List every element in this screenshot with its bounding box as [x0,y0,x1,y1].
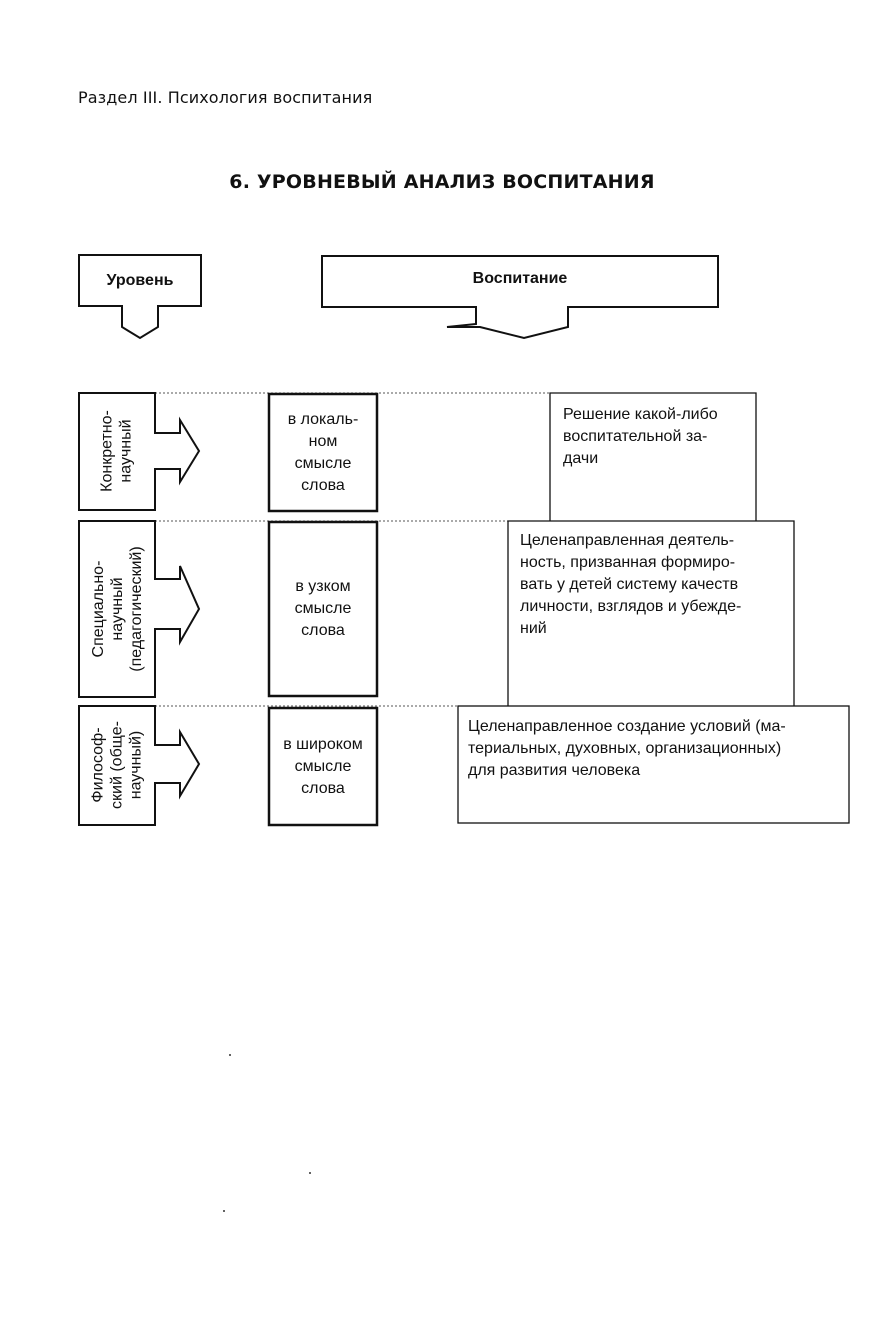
scan-speck [229,1054,231,1056]
definition-text-1: Решение какой-либо воспитательной за- да… [563,406,718,467]
meaning-box-3 [267,706,379,827]
level-box-1 [78,392,201,511]
scan-speck [309,1172,311,1174]
meaning-box-1 [267,392,379,513]
level-label-1: Конкретно- научный [79,393,155,510]
level-text-2: Специально- научный (педагогический) [89,546,145,672]
definition-box-3 [457,705,850,824]
meaning-text-3: в широком смысле слова [283,735,363,797]
meaning-label-1: в локаль- ном смысле слова [269,394,377,511]
meaning-box-2 [267,520,379,698]
meaning-text-1: в локаль- ном смысле слова [287,410,359,494]
upbringing-header-box [321,255,719,340]
definition-text-3: Целенаправленное создание условий (ма- т… [468,718,786,779]
upbringing-header-label: Воспитание [472,270,568,287]
definition-text-2: Целенаправленная деятель- ность, призван… [520,532,742,637]
level-label-2: Специально- научный (педагогический) [79,522,155,696]
level-text-1: Конкретно- научный [98,410,135,492]
section-header: Раздел III. Психология воспитания [78,88,373,107]
level-box-2 [78,520,201,698]
definition-box-2 [507,520,795,706]
scan-speck [223,1210,225,1212]
level-box-3 [78,705,201,826]
level-header-box [78,254,202,340]
meaning-label-3: в широком смысле слова [269,708,377,825]
definition-box-1 [549,392,757,521]
level-header-label: Уровень [106,271,174,289]
meaning-label-2: в узком смысле слова [269,522,377,696]
level-label-3: Философ- ский (обще- научный) [79,707,155,824]
level-text-3: Философ- ский (обще- научный) [89,721,144,809]
page-title: 6. УРОВНЕВЫЙ АНАЛИЗ ВОСПИТАНИЯ [229,171,655,193]
meaning-text-2: в узком смысле слова [294,578,352,639]
